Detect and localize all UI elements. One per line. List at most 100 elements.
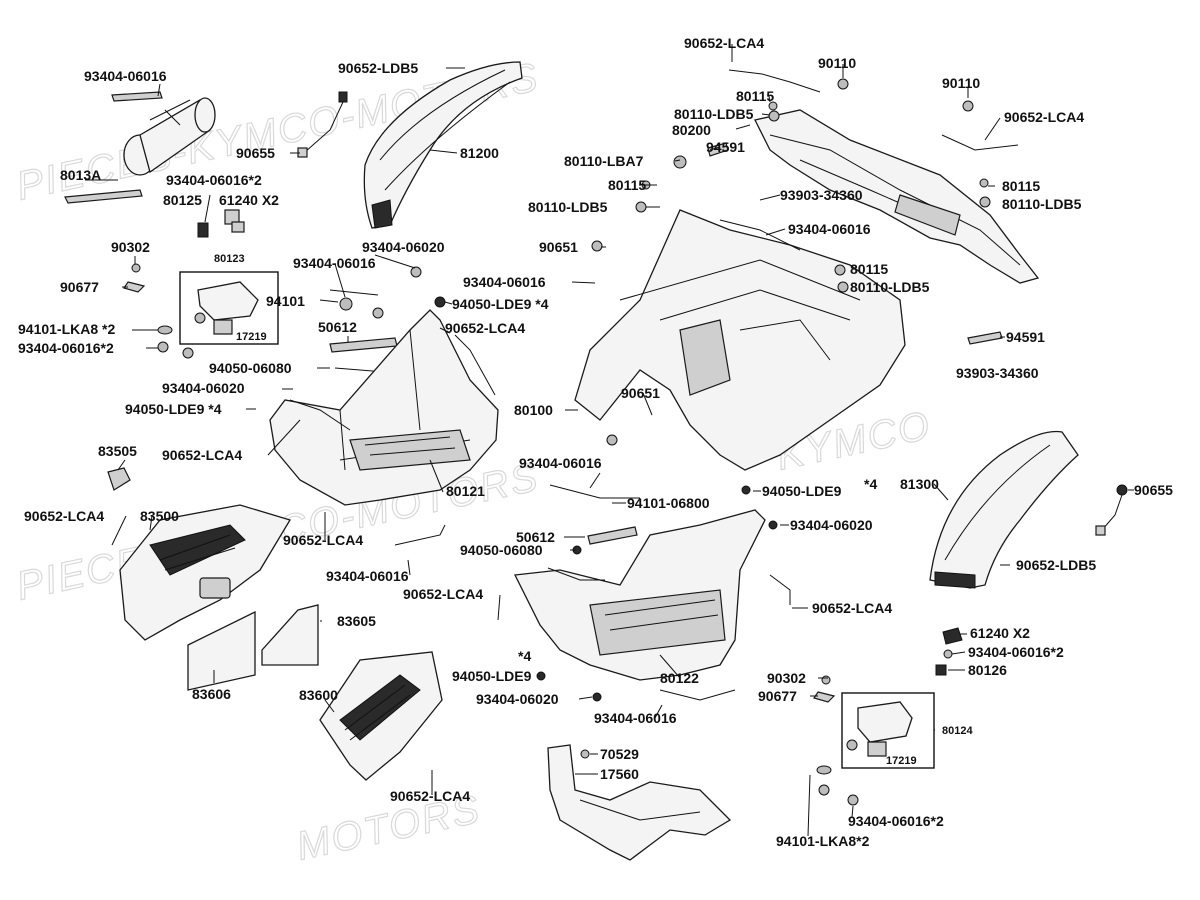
label-80110-LBA7: 80110-LBA7: [564, 153, 644, 169]
guard-83600: [319, 651, 443, 781]
label-83505: 83505: [98, 443, 137, 459]
label-80121: 80121: [446, 483, 485, 499]
label-17219-a: 17219: [236, 331, 267, 343]
label-81300: 81300: [900, 476, 939, 492]
label-80115-a: 80115: [736, 88, 774, 104]
label-94101: 94101: [266, 293, 305, 309]
fender-81200: [363, 61, 523, 229]
label-90652-LCA4-c: 90652-LCA4: [24, 508, 104, 524]
label-90302-a: 90302: [111, 239, 150, 255]
label-80110-LDB5-d: 80110-LDB5: [850, 279, 930, 295]
label-80115-d: 80115: [850, 261, 888, 277]
pads-83605-83606: [187, 604, 319, 691]
label-90652-LCA4-e: 90652-LCA4: [390, 788, 470, 804]
label-80123: 80123: [214, 253, 245, 265]
label-93404-06016-b: 93404-06016: [293, 255, 376, 271]
label-83606: 83606: [192, 686, 231, 702]
label-80115-b: 80115: [608, 177, 646, 193]
label-93903-34360-b: 93903-34360: [956, 365, 1039, 381]
label-83605: 83605: [337, 613, 376, 629]
fender-81300: [929, 430, 1079, 589]
label-90655-left: 90655: [236, 145, 275, 161]
label-93404-06020-c: 93404-06020: [790, 517, 873, 533]
hardware-right: [536, 78, 1003, 806]
label-50612-b: 50612: [516, 529, 555, 545]
label-93404-06016x2-c: 93404-06016*2: [968, 644, 1064, 660]
label-61240-x2-b: 61240 X2: [970, 625, 1030, 641]
label-90651-a: 90651: [539, 239, 578, 255]
label-80110-LDB5-a: 80110-LDB5: [674, 106, 754, 122]
label-90652-LCA4-b: 90652-LCA4: [162, 447, 242, 463]
label-80126: 80126: [968, 662, 1007, 678]
label-80100: 80100: [514, 402, 553, 418]
rear-fender-80100: [574, 209, 906, 471]
screw-strings: [289, 69, 1019, 701]
label-83500: 83500: [140, 508, 179, 524]
label-93404-06020-a: 93404-06020: [362, 239, 445, 255]
label-94050-LDE9x4-b: 94050-LDE9 *4: [125, 401, 222, 417]
label-94591-a: 94591: [706, 139, 745, 155]
leader-lines: [85, 44, 1134, 837]
label-80115-c: 80115: [1002, 178, 1040, 194]
box-80124: [841, 692, 935, 769]
label-17560: 17560: [600, 766, 639, 782]
label-93404-06016-c: 93404-06016: [326, 568, 409, 584]
labels: 93404-06016 8013A 90655 93404-06016*2 80…: [18, 35, 1173, 849]
label-94101-LKA8x2-a: 94101-LKA8 *2: [18, 321, 115, 337]
label-90110-a: 90110: [818, 55, 856, 71]
label-90651-b: 90651: [621, 385, 660, 401]
label-94050-LDE9-a: 94050-LDE9: [762, 483, 842, 499]
label-90652-LDB5-b: 90652-LDB5: [1016, 557, 1096, 573]
label-90652-LDB5-a: 90652-LDB5: [338, 60, 418, 76]
label-17219-b: 17219: [886, 755, 917, 767]
label-61240-x2-a: 61240 X2: [219, 192, 279, 208]
label-94101-06800: 94101-06800: [627, 495, 710, 511]
label-8013A: 8013A: [60, 167, 101, 183]
label-80125: 80125: [163, 192, 202, 208]
label-83600: 83600: [299, 687, 338, 703]
label-90110-b: 90110: [942, 75, 980, 91]
footwell-80122: [514, 509, 766, 681]
label-80110-LDB5-c: 80110-LDB5: [1002, 196, 1082, 212]
label-80122: 80122: [660, 670, 699, 686]
label-94050-LDE9-b: 94050-LDE9: [452, 668, 532, 684]
label-93404-06016x2-d: 93404-06016*2: [848, 813, 944, 829]
label-90655-right: 90655: [1134, 482, 1173, 498]
bracket-17560: [547, 744, 732, 861]
hardware-left: [123, 263, 446, 359]
clip-80125: [197, 209, 245, 238]
label-90652-LCA4-g: 90652-LCA4: [1004, 109, 1084, 125]
label-90652-LCA4-f: 90652-LCA4: [684, 35, 764, 51]
label-90652-LCA4-a: 90652-LCA4: [445, 320, 525, 336]
label-90677-b: 90677: [758, 688, 797, 704]
strip-50612-right: [572, 526, 638, 555]
label-94101-LKA8x2-b: 94101-LKA8*2: [776, 833, 870, 849]
label-93404-06016x2-a: 93404-06016*2: [166, 172, 262, 188]
label-90652-LCA4-i: 90652-LCA4: [812, 600, 892, 616]
label-90677-a: 90677: [60, 279, 99, 295]
label-90652-LCA4-d: 90652-LCA4: [283, 532, 363, 548]
label-80124: 80124: [942, 725, 973, 737]
label-93404-06020-b: 93404-06020: [162, 380, 245, 396]
label-80110-LDB5-b: 80110-LDB5: [528, 199, 608, 215]
label-93404-06016x2-b: 93404-06016*2: [18, 340, 114, 356]
label-x4-b: *4: [518, 648, 531, 664]
label-93404-06016-a: 93404-06016: [84, 68, 167, 84]
side-guard-83500: [119, 504, 291, 641]
label-93404-06016-e: 93404-06016: [463, 274, 546, 290]
rack-80200: [754, 109, 1040, 284]
label-70529: 70529: [600, 746, 639, 762]
label-90302-b: 90302: [767, 670, 806, 686]
label-93404-06016-d: 93404-06016: [788, 221, 871, 237]
label-81200: 81200: [460, 145, 499, 161]
label-93404-06016-g: 93404-06016: [594, 710, 677, 726]
label-90652-LCA4-h: 90652-LCA4: [403, 586, 483, 602]
label-93903-34360-a: 93903-34360: [780, 187, 863, 203]
part-83505: [107, 467, 131, 491]
label-80200: 80200: [672, 122, 711, 138]
label-93404-06016-f: 93404-06016: [519, 455, 602, 471]
label-94050-06080-a: 94050-06080: [209, 360, 292, 376]
label-50612-a: 50612: [318, 319, 357, 335]
wire-90655-right: [1095, 484, 1128, 536]
